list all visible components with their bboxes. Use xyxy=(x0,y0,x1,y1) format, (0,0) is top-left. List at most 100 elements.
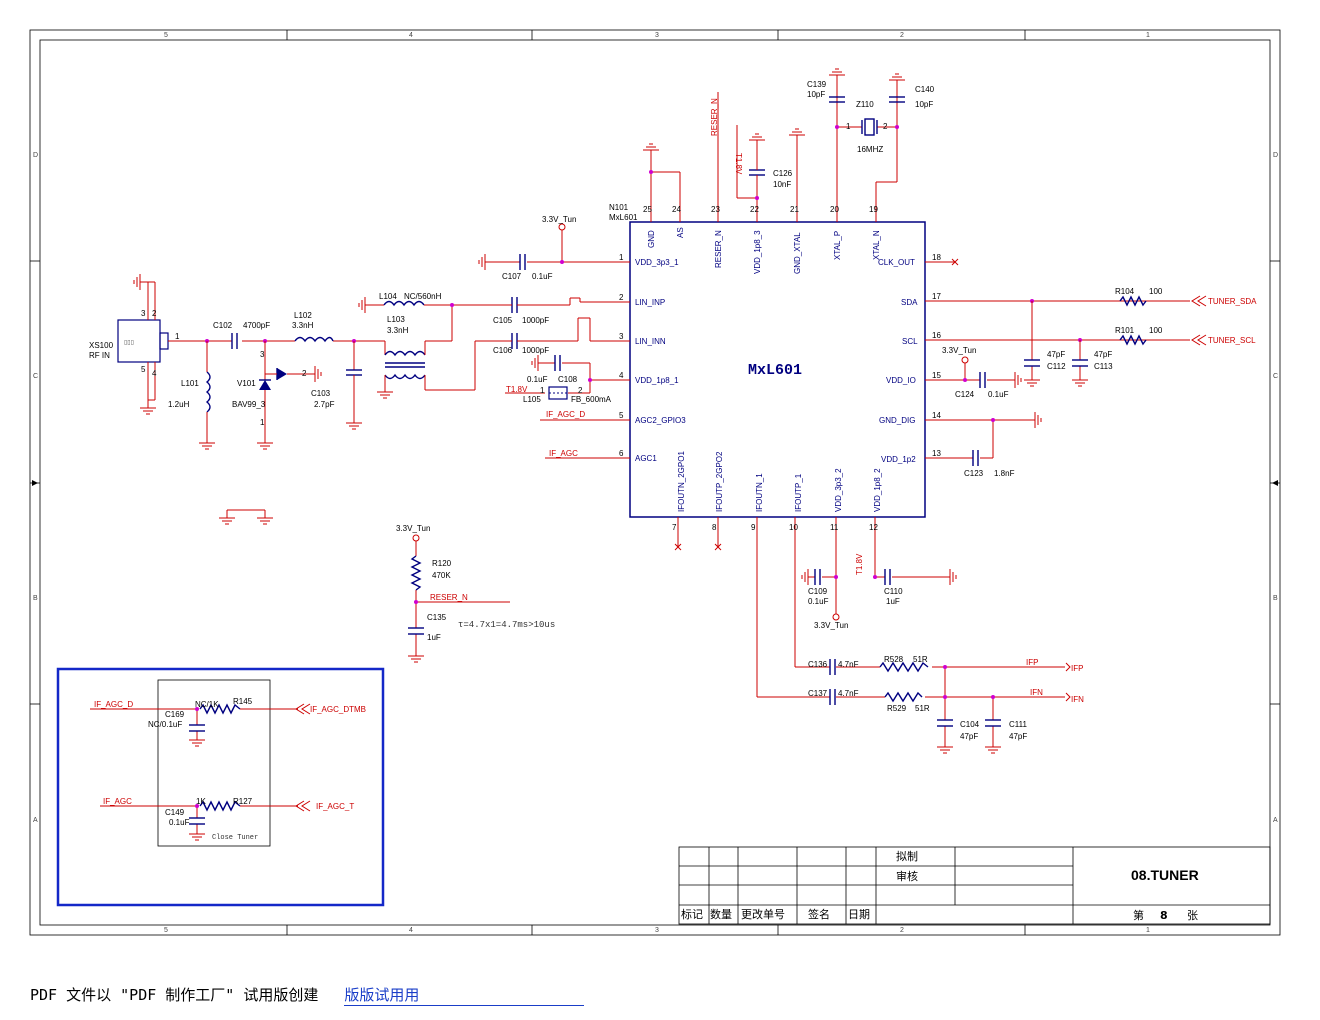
c140-value: 10pF xyxy=(915,100,933,109)
c106-ref: C106 xyxy=(493,346,513,355)
l101-inductor[interactable] xyxy=(205,371,211,413)
c140-ref: C140 xyxy=(915,85,935,94)
l103-balun-top[interactable] xyxy=(384,350,426,357)
v101-pin: 1 xyxy=(260,418,265,427)
inner-frame xyxy=(39,39,1271,926)
v101-diode-side[interactable] xyxy=(277,368,287,380)
r104-resistor[interactable] xyxy=(1119,295,1147,307)
net-if-agc-box: IF_AGC xyxy=(103,797,132,806)
junction-dot xyxy=(943,695,947,699)
v101-pin: 3 xyxy=(260,350,265,359)
net-33v-c107: 3.3V_Tun xyxy=(542,215,576,224)
rc-formula-note: τ=4.7x1=4.7ms>10us xyxy=(458,620,555,630)
pin-name: VDD_3p3_1 xyxy=(635,258,679,267)
ground-symbol-pair xyxy=(219,509,273,525)
c135-capacitor[interactable] xyxy=(408,627,424,635)
port-arrow-icon xyxy=(1191,295,1201,307)
c169-capacitor[interactable] xyxy=(189,724,205,732)
c137-capacitor[interactable] xyxy=(829,689,836,705)
c169-value: NC/0.1uF xyxy=(148,720,182,729)
c104-capacitor[interactable] xyxy=(937,719,953,727)
c110-ref: C110 xyxy=(884,587,903,596)
grid-row-label: D xyxy=(33,152,38,159)
port-arrow-icon xyxy=(1197,334,1207,346)
c105-capacitor[interactable] xyxy=(511,297,518,313)
junction-dot xyxy=(588,378,592,382)
pin-number: 22 xyxy=(750,205,759,214)
c135-value: 1uF xyxy=(427,633,441,642)
grid-ticks xyxy=(30,30,1280,935)
pin-name: IFOUTN_2GPO1 xyxy=(677,451,686,512)
pin-name: GND_DIG xyxy=(879,416,915,425)
net-if-agc-d: IF_AGC_D xyxy=(546,410,585,419)
c109-capacitor[interactable] xyxy=(814,569,821,585)
power-port-icon xyxy=(412,534,420,542)
junction-dot xyxy=(963,378,967,382)
r120-resistor[interactable] xyxy=(410,555,422,591)
c107-capacitor[interactable] xyxy=(519,254,526,270)
mxl601-chip-body[interactable] xyxy=(629,221,926,518)
c149-capacitor[interactable] xyxy=(189,817,205,825)
c103-capacitor[interactable] xyxy=(346,369,362,376)
c123-capacitor[interactable] xyxy=(972,450,979,466)
c112-capacitor[interactable] xyxy=(1024,359,1040,367)
v101-ref: V101 xyxy=(237,379,256,388)
r529-resistor[interactable] xyxy=(884,691,923,703)
junction-dot xyxy=(649,170,653,174)
l103-balun-bottom[interactable] xyxy=(384,373,426,380)
pin-number: 11 xyxy=(830,523,839,532)
v101-pin: 2 xyxy=(302,369,307,378)
z110-crystal[interactable] xyxy=(861,118,878,136)
chip-ref: N101 xyxy=(609,203,629,212)
c105-value: 1000pF xyxy=(522,316,549,325)
footer-link[interactable]: 版版试用用 xyxy=(344,984,585,1006)
c113-capacitor[interactable] xyxy=(1072,359,1088,367)
pin-name: VDD_1p8_1 xyxy=(635,376,679,385)
c108-capacitor[interactable] xyxy=(554,355,561,371)
c169-ref: C169 xyxy=(165,710,185,719)
c126-capacitor[interactable] xyxy=(749,169,765,176)
ground-symbol xyxy=(937,746,1001,754)
r127-resistor[interactable] xyxy=(199,800,241,812)
c110-value: 1uF xyxy=(886,597,900,606)
c112-value: 47pF xyxy=(1047,350,1065,359)
l105-pin: 2 xyxy=(578,386,583,395)
l104-inductor[interactable] xyxy=(383,300,425,307)
pin-name: IFOUTN_1 xyxy=(755,473,764,512)
pin-number: 9 xyxy=(751,523,756,532)
v101-diode-lower[interactable] xyxy=(259,380,271,390)
c111-ref: C111 xyxy=(1009,720,1027,729)
agc-box-wires xyxy=(90,708,298,834)
pin-number: 18 xyxy=(932,253,941,262)
c139-capacitor[interactable] xyxy=(829,96,845,103)
net-33v-r120: 3.3V_Tun xyxy=(396,524,430,533)
c135-ref: C135 xyxy=(427,613,447,622)
c124-capacitor[interactable] xyxy=(979,372,986,388)
c113-ref: C113 xyxy=(1094,362,1113,371)
c136-capacitor[interactable] xyxy=(829,659,836,675)
no-connect-marks xyxy=(674,258,959,551)
pin-number: 4 xyxy=(619,371,624,380)
r528-ref: R528 xyxy=(884,655,904,664)
r101-resistor[interactable] xyxy=(1119,334,1147,346)
l103-value: 3.3nH xyxy=(387,326,409,335)
schematic-canvas: 5 4 3 2 1 5 4 3 2 1 D C B A D C B A N101… xyxy=(29,29,1281,936)
c102-capacitor[interactable] xyxy=(231,333,238,349)
agc-highlight-box xyxy=(56,667,385,907)
l102-value: 3.3nH xyxy=(292,321,314,330)
l104-ref: L104 xyxy=(379,292,397,301)
close-tuner-box xyxy=(157,679,271,847)
pin-number: 1 xyxy=(619,253,624,262)
r145-resistor[interactable] xyxy=(199,703,241,715)
c111-capacitor[interactable] xyxy=(985,719,1001,727)
c106-capacitor[interactable] xyxy=(511,333,518,349)
c140-capacitor[interactable] xyxy=(889,96,905,103)
c106-wires xyxy=(517,317,595,342)
net-ifp-label: IFP xyxy=(1026,658,1038,667)
title-mark: 标记 xyxy=(681,907,703,921)
z110-pin: 1 xyxy=(846,122,851,131)
r528-resistor[interactable] xyxy=(879,661,929,673)
c110-capacitor[interactable] xyxy=(884,569,891,585)
l102-inductor[interactable] xyxy=(294,336,334,343)
junction-dot xyxy=(195,707,199,711)
